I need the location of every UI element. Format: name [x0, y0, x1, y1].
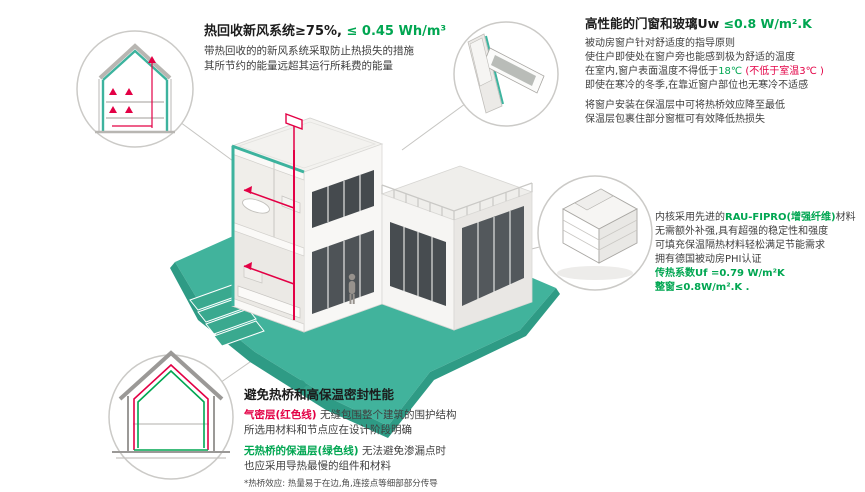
ventilation-ducts — [243, 112, 303, 320]
thermal-line-3: 无热桥的保温层(绿色线) 无法避免渗漏点时 — [244, 445, 446, 457]
insulation-cut-edge — [231, 144, 305, 174]
hrv-title-text: 热回收新风系统≥75%, — [204, 24, 342, 39]
upper-windows — [312, 170, 374, 228]
inset-window-profile — [537, 175, 653, 291]
right-wing — [380, 165, 534, 331]
profile-line-3: 可填充保温隔热材料轻松满足节能需求 — [655, 240, 825, 251]
profile-text-block: 内核采用先进的RAU-FIPRO(增强纤维)材料 无需额外补强,具有超强的稳定性… — [655, 211, 856, 295]
windows-line-3: 在室内,窗户表面温度不得低于18℃ (不低于室温3℃ ) — [585, 66, 824, 77]
hrv-text-block: 热回收新风系统≥75%, ≤ 0.45 Wh/m³ 带热回收的的新风系统采取防止… — [204, 20, 446, 74]
windows-line-2: 使住户即使处在窗户旁也能感到极为舒适的温度 — [585, 52, 795, 63]
insulation-green-line — [137, 369, 205, 448]
profile-line-2: 无需额外补强,具有超强的稳定性和强度 — [655, 226, 829, 237]
airflow-arrows — [109, 56, 156, 113]
bathtub — [242, 198, 270, 214]
windows-text-block: 高性能的门窗和玻璃Uw ≤0.8 W/m².K 被动房窗户针对舒适度的指导原则 … — [585, 13, 824, 127]
hrv-line-1: 带热回收的的新风系统采取防止热损失的措施 — [204, 45, 414, 57]
person-figure — [348, 273, 356, 304]
cutaway-house — [230, 112, 534, 333]
thermal-line-2: 所选用材料和节点应在设计阶段明确 — [244, 424, 412, 436]
bush — [303, 385, 313, 395]
hrv-line-2: 其所节约的能量远超其运行所耗费的能量 — [204, 60, 393, 72]
inset-envelope-section — [108, 350, 234, 480]
airflow-duct — [112, 62, 153, 128]
bush — [294, 380, 306, 392]
profile-line-1: 内核采用先进的RAU-FIPRO(增强纤维)材料 — [655, 212, 856, 223]
thermal-text-block: 避免热桥和高保温密封性能 气密层(红色线) 无缝包围整个建筑的围护结构 所选用材… — [244, 384, 456, 490]
windows-line-4: 即使在寒冷的冬季,在靠近窗户部位也无寒冷不适感 — [585, 80, 809, 91]
thermal-footnote: *热桥效应: 热量易于在边,角,连接点等细部部分传导 — [244, 479, 438, 489]
windows-line-6: 保温层包裹住部分窗框可有效降低热损失 — [585, 114, 765, 125]
inset-window-corner — [453, 21, 559, 127]
garden-steps — [189, 284, 265, 347]
windows-line-5: 将窗户安装在保温层中可将热桥效应降至最低 — [585, 100, 785, 111]
windows-line-1: 被动房窗户针对舒适度的指导原则 — [585, 38, 735, 49]
profile-uw-value: 整窗≤0.8W/m².K . — [655, 282, 750, 293]
windows-title-value: ≤0.8 W/m².K — [723, 16, 812, 31]
terrace-railing — [381, 182, 533, 220]
ground-glass-doors — [312, 230, 374, 314]
windows-title: 高性能的门窗和玻璃Uw ≤0.8 W/m².K — [585, 13, 824, 32]
thermal-line-4: 也应采用导热最慢的组件和材料 — [244, 460, 391, 472]
profile-line-4: 拥有德国被动房PHI认证 — [655, 254, 762, 265]
thermal-title: 避免热桥和高保温密封性能 — [244, 387, 395, 402]
profile-uf-value: 传热系数Uf =0.79 W/m²K — [655, 268, 785, 279]
kitchen-counter — [237, 285, 301, 319]
inset-hrv-section — [76, 30, 194, 148]
hrv-title: 热回收新风系统≥75%, ≤ 0.45 Wh/m³ — [204, 20, 446, 39]
hrv-title-value: ≤ 0.45 Wh/m³ — [341, 24, 447, 39]
airtight-red-line — [133, 363, 209, 450]
thermal-line-1: 气密层(红色线) 无缝包围整个建筑的围护结构 — [244, 409, 457, 421]
windows-title-text: 高性能的门窗和玻璃Uw — [585, 16, 724, 31]
hrv-roof-unit — [285, 112, 303, 131]
